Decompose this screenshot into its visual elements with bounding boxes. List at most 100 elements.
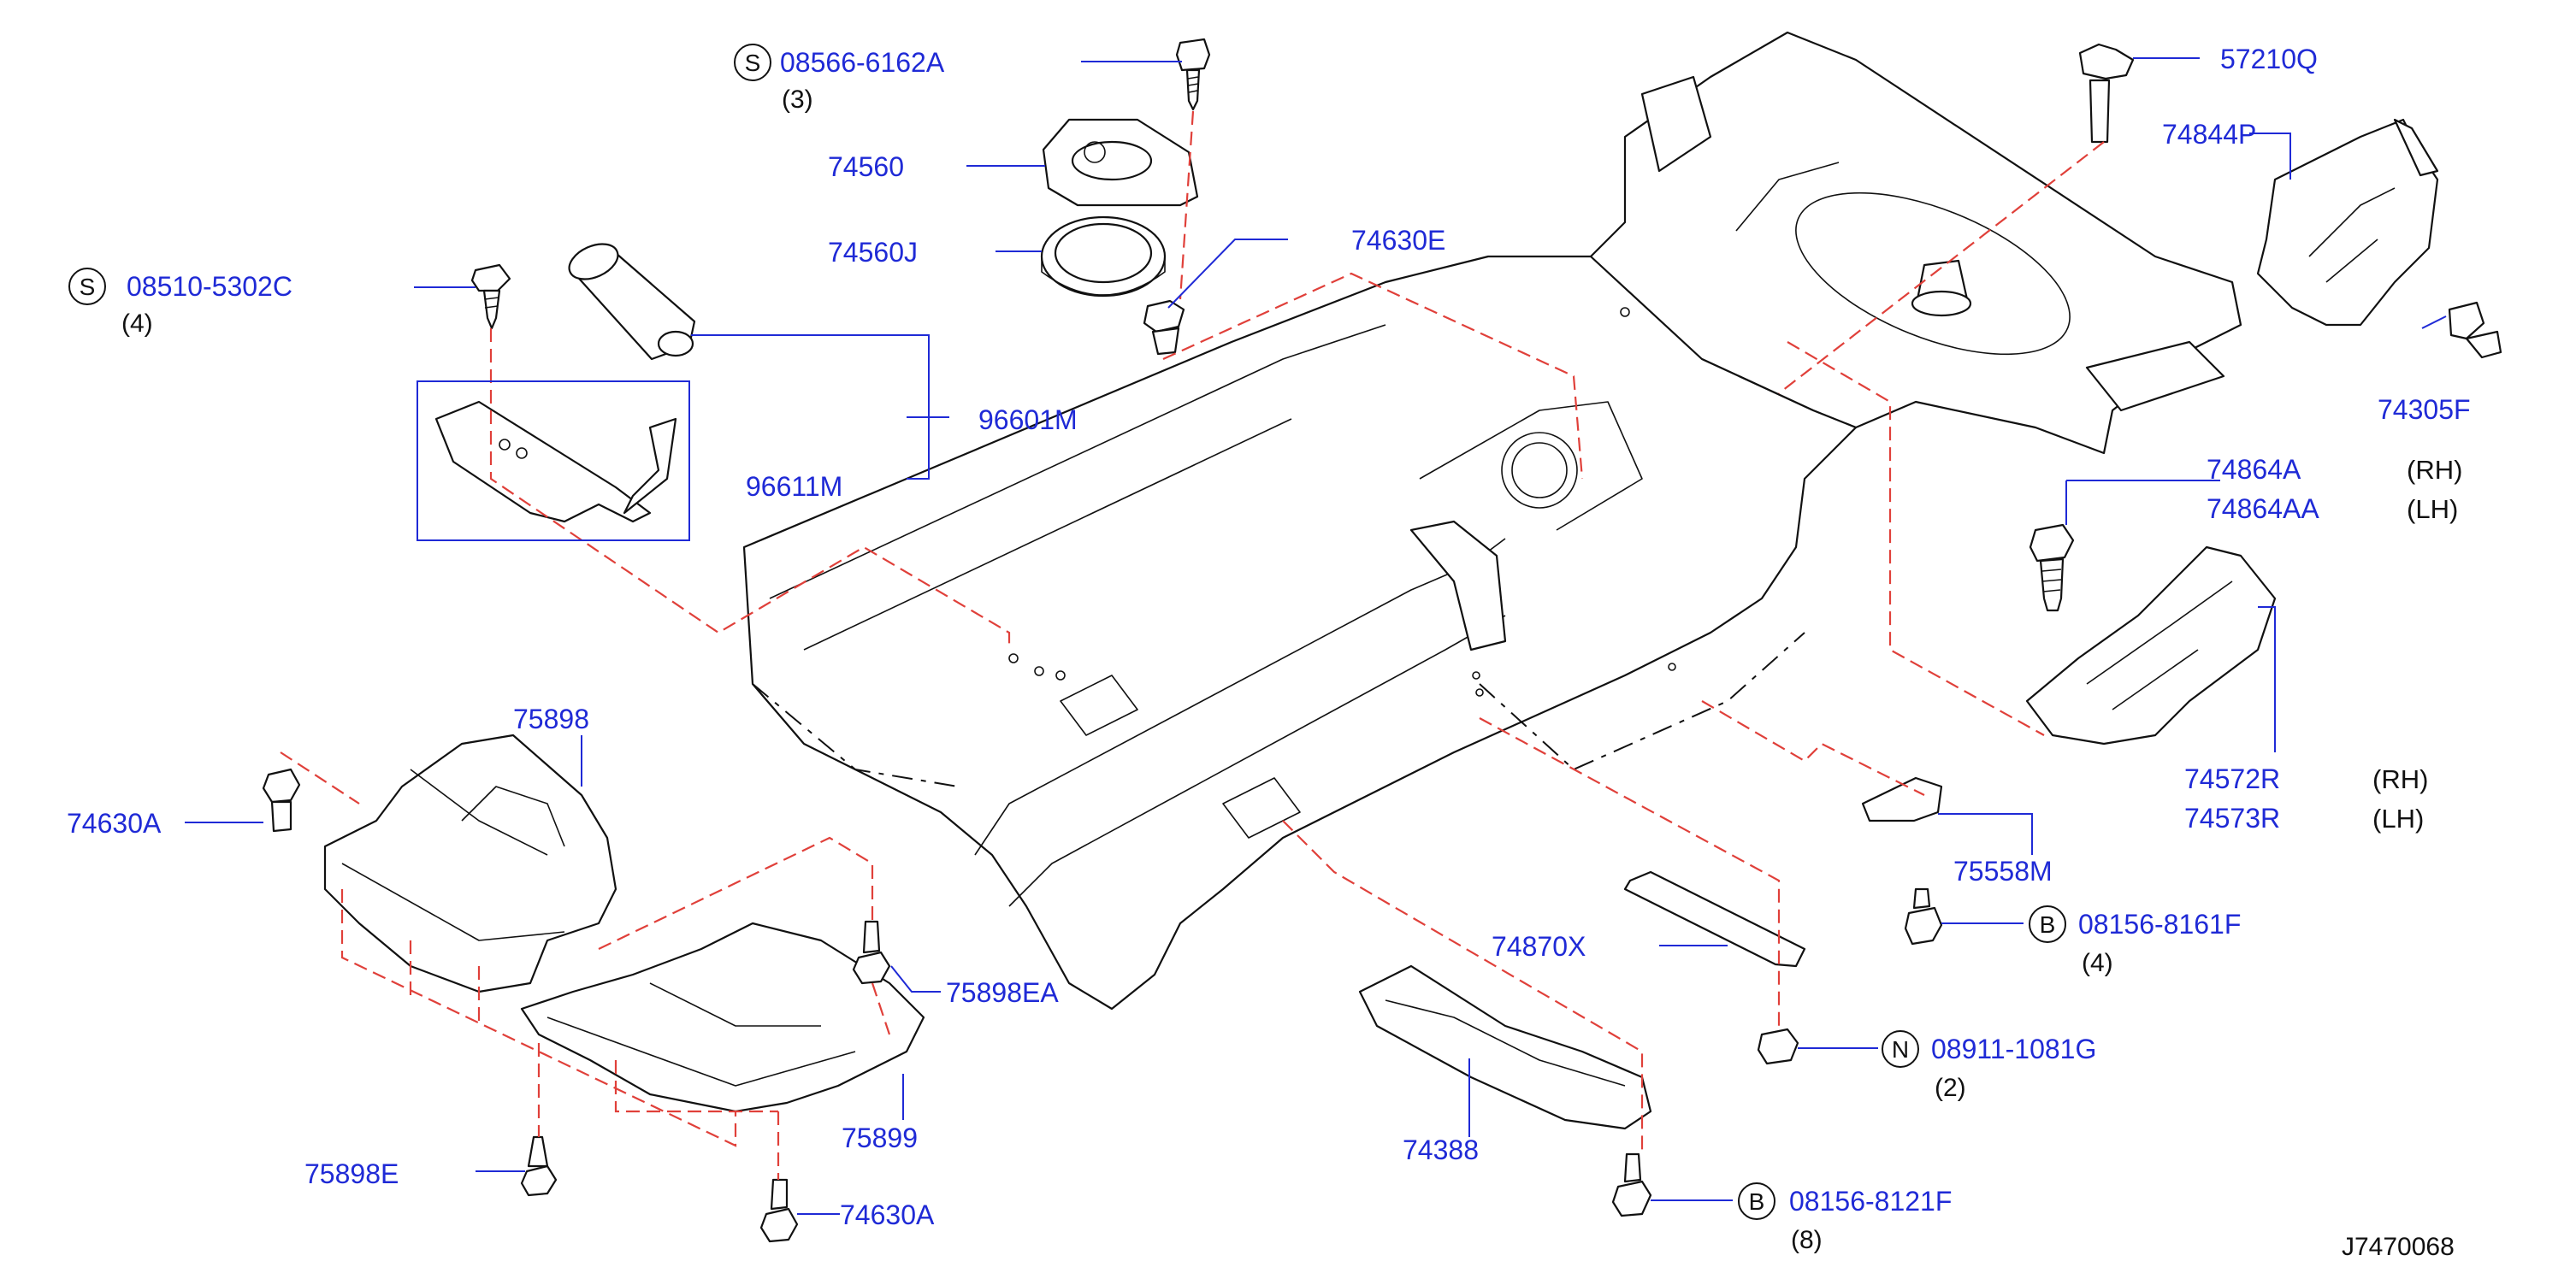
part-callout: 74630A: [840, 1199, 935, 1230]
part-number-label: 75898E: [304, 1158, 399, 1189]
fastener-type-letter: N: [1892, 1036, 1909, 1063]
part-callout: 75898EA: [946, 977, 1059, 1008]
part-callout: 74864AA (LH): [2207, 493, 2458, 524]
part-number-label: 75899: [842, 1123, 918, 1153]
part-number-label: 08156-8161F: [2078, 909, 2241, 940]
undercover-front-icon: [323, 734, 617, 993]
part-number-label: 57210Q: [2220, 44, 2318, 74]
flange-bolt-icon: [2029, 523, 2075, 612]
fastener-type-letter: B: [1749, 1188, 1765, 1215]
quantity-label: (8): [1791, 1226, 1823, 1254]
brace-bar-icon: [1623, 870, 1806, 968]
part-callout: 75899: [842, 1123, 918, 1153]
part-callout: 08510-5302C S (4): [68, 268, 292, 338]
part-callout: 74630A: [67, 808, 162, 839]
nut-icon: [1757, 1028, 1799, 1065]
canister-icon: [568, 243, 696, 361]
part-number-label: 74870X: [1492, 931, 1586, 962]
clip-icon: [1143, 299, 1185, 356]
part-callout: 96611M: [746, 471, 842, 502]
clip-icon: [759, 1178, 799, 1243]
part-callout: 08156-8161F B (4): [2029, 905, 2241, 977]
floor-pan-illustration: [742, 31, 2242, 1011]
part-callout: 74870X: [1492, 931, 1586, 962]
part-callout: 74560: [828, 151, 904, 182]
push-clip-icon: [2448, 301, 2502, 359]
bolt-icon: [1904, 887, 1943, 946]
part-callout: 74388: [1403, 1135, 1479, 1165]
side-label: (RH): [2372, 764, 2428, 794]
part-number-label: 08156-8121F: [1789, 1186, 1952, 1217]
fastener-type-letter: B: [2040, 911, 2056, 938]
part-callout: 57210Q: [2220, 44, 2318, 74]
part-callout: 75898: [513, 704, 589, 734]
quantity-label: (4): [121, 309, 153, 338]
part-callout: 74573R (LH): [2184, 803, 2424, 834]
bracket-icon: [434, 400, 677, 523]
leader-lines: [185, 57, 2447, 1215]
fastener-type-badge: [1882, 1030, 1919, 1068]
part-number-label: 74560: [828, 151, 904, 182]
fastener-type-letter: S: [745, 50, 761, 76]
part-number-label: 75898EA: [946, 977, 1059, 1008]
part-number-label: 74630A: [840, 1199, 935, 1230]
rear-bracket-icon: [2025, 545, 2277, 746]
part-number-label: 96601M: [978, 404, 1078, 435]
assembly-guide-lines: [280, 110, 2105, 1180]
quantity-label: (2): [1935, 1074, 1966, 1102]
part-number-label: 74630E: [1351, 225, 1445, 256]
part-number-label: 96611M: [746, 471, 842, 502]
mount-cap-icon: [1042, 118, 1199, 207]
part-number-label: 08911-1081G: [1931, 1034, 2096, 1064]
part-callout: 74560J: [828, 237, 918, 268]
clip-icon: [852, 920, 891, 985]
bolt-icon: [1611, 1152, 1652, 1217]
side-label: (LH): [2372, 804, 2424, 834]
fastener-type-badge: [68, 268, 106, 305]
part-number-label: 08510-5302C: [127, 271, 292, 302]
part-number-label: 74864AA: [2207, 493, 2319, 524]
part-number-label: 74864A: [2207, 454, 2301, 485]
part-number-label: 74844P: [2162, 119, 2256, 150]
part-callout: 08156-8121F B (8): [1738, 1182, 1952, 1254]
clip-icon: [262, 768, 301, 833]
side-label: (RH): [2407, 455, 2462, 485]
part-number-label: 74305F: [2378, 394, 2471, 425]
part-labels: 08566-6162A S (3) 74560 74560J 74630E 08510-53…: [67, 44, 2471, 1254]
part-number-label: 75898: [513, 704, 589, 734]
undercover-rear-icon: [520, 922, 925, 1113]
spare-tire-bolt-icon: [2078, 43, 2135, 144]
fastener-type-badge: [1738, 1182, 1775, 1220]
fastener-type-badge: [734, 44, 771, 81]
quantity-label: (3): [782, 85, 813, 114]
side-label: (LH): [2407, 494, 2458, 524]
fastener-type-badge: [2029, 905, 2066, 943]
part-callout: 74572R (RH): [2184, 763, 2428, 794]
part-number-label: 75558M: [1953, 856, 2053, 887]
part-number-label: 74572R: [2184, 763, 2280, 794]
diagram-reference-code: J7470068: [2342, 1233, 2455, 1261]
part-callout: 74630E: [1351, 225, 1445, 256]
clip-icon: [520, 1135, 558, 1197]
callout-box: [417, 380, 690, 541]
part-number-label: 74388: [1403, 1135, 1479, 1165]
part-number-label: 74630A: [67, 808, 162, 839]
part-callout: 74864A (RH): [2207, 454, 2462, 485]
fastener-type-letter: S: [80, 274, 96, 300]
part-callout: 75898E: [304, 1158, 399, 1189]
part-number-label: 74560J: [828, 237, 918, 268]
crossmember-icon: [1358, 964, 1652, 1130]
part-callout: 74305F: [2378, 394, 2471, 425]
part-callout: 74844P: [2162, 119, 2256, 150]
part-callout: 08911-1081G N (2): [1882, 1030, 2096, 1102]
seal-ring-icon: [1040, 215, 1167, 298]
side-bracket-icon: [2256, 118, 2439, 327]
part-callout: 75558M: [1953, 856, 2053, 887]
screw-icon: [470, 263, 511, 330]
part-number-label: 74573R: [2184, 803, 2280, 834]
quantity-label: (4): [2082, 949, 2113, 977]
part-callout: 08566-6162A S (3): [734, 44, 945, 114]
part-number-label: 08566-6162A: [780, 47, 945, 78]
